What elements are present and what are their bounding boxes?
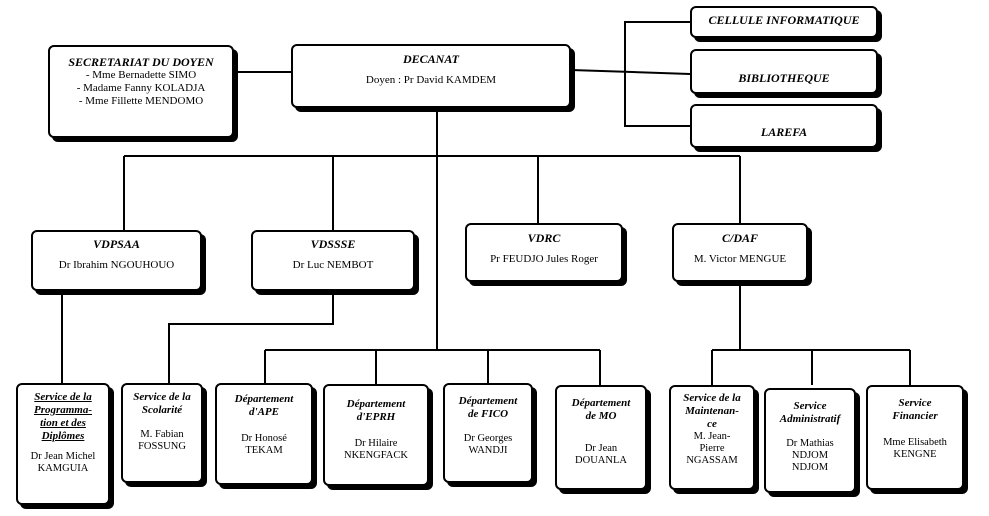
secretariat-box: SECRETARIAT DU DOYEN - Mme Bernadette SI… — [48, 45, 234, 138]
cdaf-box: C/DAF M. Victor MENGUE — [672, 223, 808, 282]
service-maintenance-box: Service de la Maintenan- ce M. Jean- Pie… — [669, 385, 755, 490]
unit-title-line: Diplômes — [41, 430, 85, 442]
unit-title-line: Département — [458, 395, 518, 407]
unit-title-line: Service de la — [133, 391, 191, 403]
unit-person-line: Dr Hilaire — [354, 438, 398, 449]
unit-person-line: NDJOM — [791, 450, 829, 461]
dept-fico-box: Département de FICO Dr Georges WANDJI — [443, 383, 533, 483]
vdrc-title: VDRC — [527, 231, 561, 245]
unit-person-line: Dr Mathias — [786, 438, 834, 449]
larefa-box: LAREFA — [690, 104, 878, 148]
decanat-person: Doyen : Pr David KAMDEM — [365, 74, 497, 86]
dept-mo-box: Département de MO Dr Jean DOUANLA — [555, 385, 647, 490]
vdpsaa-person: Dr Ibrahim NGOUHOUO — [58, 259, 175, 271]
unit-person-line: NGASSAM — [686, 455, 738, 466]
unit-title-line: Administratif — [779, 413, 841, 425]
unit-title-line: tion et des — [40, 417, 86, 429]
unit-title-line: d'APE — [249, 406, 279, 418]
secretariat-title: SECRETARIAT DU DOYEN — [68, 55, 214, 69]
unit-title-line: de MO — [585, 410, 617, 422]
unit-person-line: Dr Jean Michel — [30, 451, 96, 462]
unit-person-line: Dr Jean — [584, 443, 618, 454]
unit-title-line: Scolarité — [141, 404, 183, 416]
unit-person-line: Mme Elisabeth — [883, 437, 947, 448]
unit-title-line: de FICO — [467, 408, 509, 420]
unit-title-line: Maintenan- — [685, 405, 739, 417]
bibliotheque-title: BIBLIOTHEQUE — [738, 71, 830, 85]
unit-title-line: Département — [234, 393, 294, 405]
unit-title-line: Financier — [892, 410, 938, 422]
unit-person-line: Dr Honosé — [241, 433, 287, 444]
unit-person-line: NDJOM — [791, 462, 829, 473]
service-programmation-box: Service de la Programma- tion et des Dip… — [16, 383, 110, 505]
unit-person-line: TEKAM — [245, 445, 283, 456]
unit-person-line: M. Fabian — [140, 429, 184, 440]
vdssse-box: VDSSSE Dr Luc NEMBOT — [251, 230, 415, 291]
unit-title-line: Service — [793, 400, 827, 412]
unit-person-line: KAMGUIA — [37, 463, 89, 474]
unit-person-line: M. Jean- — [693, 431, 731, 442]
cdaf-person: M. Victor MENGUE — [693, 253, 787, 265]
service-financier-box: Service Financier Mme Elisabeth KENGNE — [866, 385, 964, 490]
unit-title-line: Programma- — [33, 404, 93, 416]
dept-ape-box: Département d'APE Dr Honosé TEKAM — [215, 383, 313, 485]
cellule-informatique-title: CELLULE INFORMATIQUE — [708, 13, 860, 27]
decanat-title: DECANAT — [402, 52, 459, 66]
service-scolarite-box: Service de la Scolarité M. Fabian FOSSUN… — [121, 383, 203, 483]
unit-person-line: NKENGFACK — [344, 450, 408, 461]
unit-title-line: Département — [346, 398, 406, 410]
vdpsaa-box: VDPSAA Dr Ibrahim NGOUHOUO — [31, 230, 202, 291]
unit-person-line: DOUANLA — [575, 455, 627, 466]
dept-eprh-box: Département d'EPRH Dr Hilaire NKENGFACK — [323, 384, 429, 486]
unit-title-line: Département — [571, 397, 631, 409]
vdpsaa-title: VDPSAA — [93, 237, 140, 251]
unit-person-line: KENGNE — [893, 449, 937, 460]
cdaf-title: C/DAF — [721, 231, 758, 245]
decanat-box: DECANAT Doyen : Pr David KAMDEM — [291, 44, 571, 108]
vdrc-person: Pr FEUDJO Jules Roger — [490, 253, 598, 265]
vdssse-person: Dr Luc NEMBOT — [292, 259, 374, 271]
unit-title-line: d'EPRH — [356, 411, 396, 423]
unit-person-line: WANDJI — [468, 445, 508, 456]
cellule-informatique-box: CELLULE INFORMATIQUE — [690, 6, 878, 38]
service-administratif-box: Service Administratif Dr Mathias NDJOM N… — [764, 388, 856, 493]
unit-title-line: Service de la — [34, 391, 92, 403]
vdssse-title: VDSSSE — [310, 237, 356, 251]
unit-title-line: Service de la — [683, 392, 741, 404]
unit-title-line: Service — [898, 397, 932, 409]
secretariat-member: - Mme Bernadette SIMO — [85, 69, 197, 81]
unit-title-line: ce — [707, 418, 717, 430]
secretariat-member: - Mme Fillette MENDOMO — [78, 95, 204, 107]
larefa-title: LAREFA — [760, 125, 808, 139]
unit-person-line: Dr Georges — [463, 433, 513, 444]
secretariat-member: - Madame Fanny KOLADJA — [76, 82, 206, 94]
unit-person-line: FOSSUNG — [138, 441, 186, 452]
vdrc-box: VDRC Pr FEUDJO Jules Roger — [465, 223, 623, 282]
bibliotheque-box: BIBLIOTHEQUE — [690, 49, 878, 94]
unit-person-line: Pierre — [699, 443, 725, 454]
